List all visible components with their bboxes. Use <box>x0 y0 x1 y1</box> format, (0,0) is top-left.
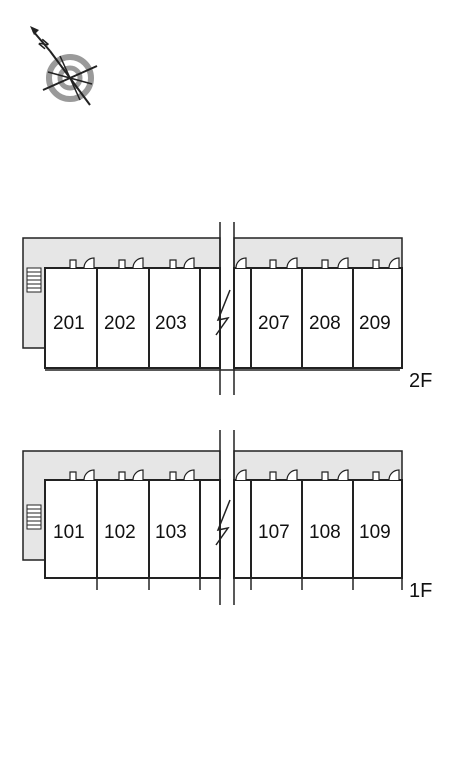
unit-109-room <box>352 479 403 579</box>
unit-208-room <box>301 267 354 369</box>
unit-label-208: 208 <box>309 313 341 334</box>
unit-label-103: 103 <box>155 522 187 543</box>
door-icons <box>69 257 400 269</box>
gap-room <box>199 479 221 579</box>
unit-label-203: 203 <box>155 313 187 334</box>
compass-icon: N <box>30 26 98 106</box>
break-line <box>215 222 235 395</box>
floor-1f: 101 102 103 107 108 109 1F <box>22 430 432 605</box>
unit-209-room <box>352 267 403 369</box>
gap-room <box>233 267 252 369</box>
floor-2f: 201 202 203 207 208 209 2F <box>22 222 432 395</box>
break-line <box>215 430 235 605</box>
stairs-icon <box>26 267 42 293</box>
unit-101-room <box>44 479 98 579</box>
unit-203-room <box>148 267 201 369</box>
unit-label-201: 201 <box>53 313 85 334</box>
unit-label-207: 207 <box>258 313 290 334</box>
floor-label-2f: 2F <box>409 370 432 392</box>
unit-label-202: 202 <box>104 313 136 334</box>
unit-label-209: 209 <box>359 313 391 334</box>
balcony-lines <box>96 578 403 590</box>
unit-label-101: 101 <box>53 522 85 543</box>
unit-207-room <box>250 267 303 369</box>
unit-label-109: 109 <box>359 522 391 543</box>
unit-label-102: 102 <box>104 522 136 543</box>
gap-room <box>199 267 221 369</box>
door-icons <box>69 469 400 481</box>
unit-103-room <box>148 479 201 579</box>
floor-label-1f: 1F <box>409 580 432 602</box>
unit-label-107: 107 <box>258 522 290 543</box>
unit-108-room <box>301 479 354 579</box>
gap-room <box>233 479 252 579</box>
stairs-icon <box>26 504 42 530</box>
unit-label-108: 108 <box>309 522 341 543</box>
